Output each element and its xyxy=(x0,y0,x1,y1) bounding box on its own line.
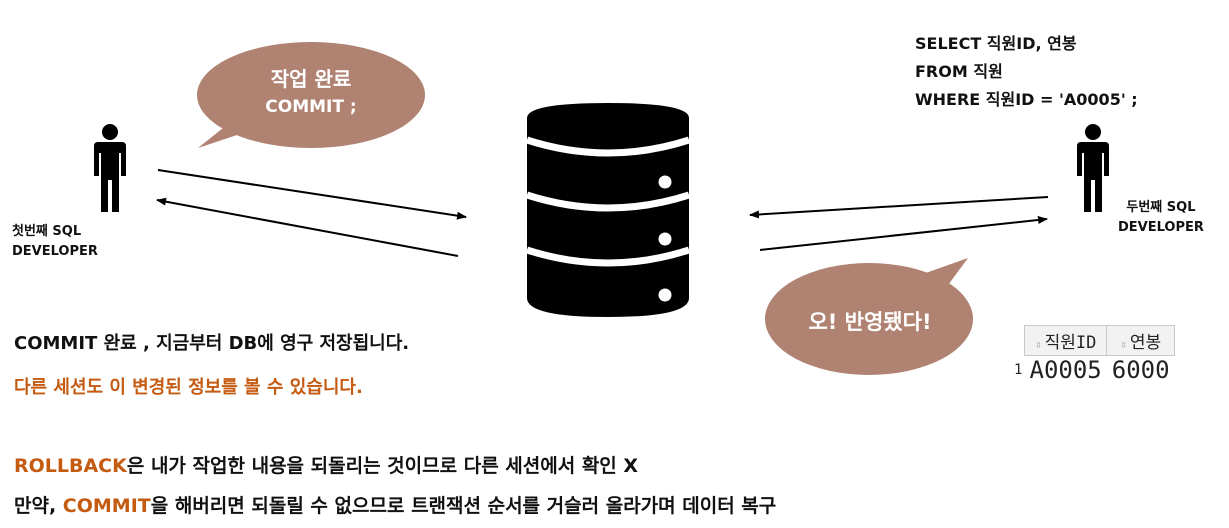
result-header-row: ⇳직원ID ⇳연봉 xyxy=(1012,325,1176,356)
row-number: 1 xyxy=(1014,361,1023,378)
sql-query-line1: SELECT 직원ID, 연봉 xyxy=(915,34,1077,53)
sort-arrows-icon: ⇳ xyxy=(1120,338,1127,351)
arrow-db-to-right xyxy=(759,215,1048,251)
arrow-db-to-left xyxy=(156,197,459,257)
bottom-explanation: ROLLBACK은 내가 작업한 내용을 되돌리는 것이므로 다른 세션에서 확… xyxy=(14,446,776,526)
arrow-left-to-db xyxy=(157,169,467,220)
left-bubble-line2: COMMIT ; xyxy=(265,97,357,117)
sql-query-line3: WHERE 직원ID = 'A0005' ; xyxy=(915,90,1138,109)
left-person-label-line2: DEVELOPER xyxy=(12,244,98,259)
bottom-line2-rest: 을 해버리면 되돌릴 수 없으므로 트랜잭션 순서를 거슬러 올라가며 데이터 … xyxy=(150,495,777,517)
sql-query: SELECT 직원ID, 연봉 FROM 직원 WHERE 직원ID = 'A0… xyxy=(915,30,1138,114)
left-person-label: 첫번째 SQL DEVELOPER xyxy=(12,222,98,262)
column-header-salary[interactable]: ⇳연봉 xyxy=(1106,325,1176,356)
bottom-line1-rest: 은 내가 작업한 내용을 되돌리는 것이므로 다른 세션에서 확인 X xyxy=(126,455,639,477)
cell-salary[interactable]: 6000 xyxy=(1111,356,1170,384)
left-person-label-line1: 첫번째 SQL xyxy=(12,224,82,239)
left-person-icon xyxy=(94,124,126,212)
commit-keyword: COMMIT xyxy=(62,495,151,517)
right-person-label: 두번째 SQL DEVELOPER xyxy=(1118,198,1204,238)
commit-note-line2: 다른 세션도 이 변경된 정보를 볼 수 있습니다. xyxy=(14,377,363,398)
sort-arrows-icon: ⇳ xyxy=(1034,338,1042,351)
commit-note-line1: COMMIT 완료 , 지금부터 DB에 영구 저장됩니다. xyxy=(14,333,410,354)
commit-note: COMMIT 완료 , 지금부터 DB에 영구 저장됩니다. 다른 세션도 이 … xyxy=(14,322,409,410)
cell-employee-id[interactable]: A0005 xyxy=(1029,356,1102,384)
bottom-line2: 만약, COMMIT을 해버리면 되돌릴 수 없으므로 트랜잭션 순서를 거슬러… xyxy=(14,486,776,526)
sql-query-line2: FROM 직원 xyxy=(915,62,1003,81)
left-bubble-text: 작업 완료 COMMIT ; xyxy=(230,65,392,121)
table-row: 1 A0005 6000 xyxy=(1012,356,1175,384)
result-table: ⇳직원ID ⇳연봉 1 A0005 6000 xyxy=(1012,325,1176,384)
rollback-keyword: ROLLBACK xyxy=(14,455,127,477)
right-person-label-line2: DEVELOPER xyxy=(1118,220,1204,235)
right-person-label-line1: 두번째 SQL xyxy=(1126,200,1196,215)
right-speech-bubble xyxy=(765,258,973,375)
column-header-employee-id[interactable]: ⇳직원ID xyxy=(1023,325,1108,356)
database-icon xyxy=(525,103,691,317)
right-bubble-text: 오! 반영됐다! xyxy=(808,310,932,334)
right-person-icon xyxy=(1077,124,1109,212)
bottom-line2-prefix: 만약, xyxy=(14,495,63,517)
result-grid: ⇳직원ID ⇳연봉 1 A0005 6000 xyxy=(1012,325,1176,384)
left-speech-bubble xyxy=(197,42,425,148)
arrow-right-to-db xyxy=(749,196,1049,219)
left-bubble-line1: 작업 완료 xyxy=(270,67,352,91)
bottom-line1: ROLLBACK은 내가 작업한 내용을 되돌리는 것이므로 다른 세션에서 확… xyxy=(14,446,776,486)
